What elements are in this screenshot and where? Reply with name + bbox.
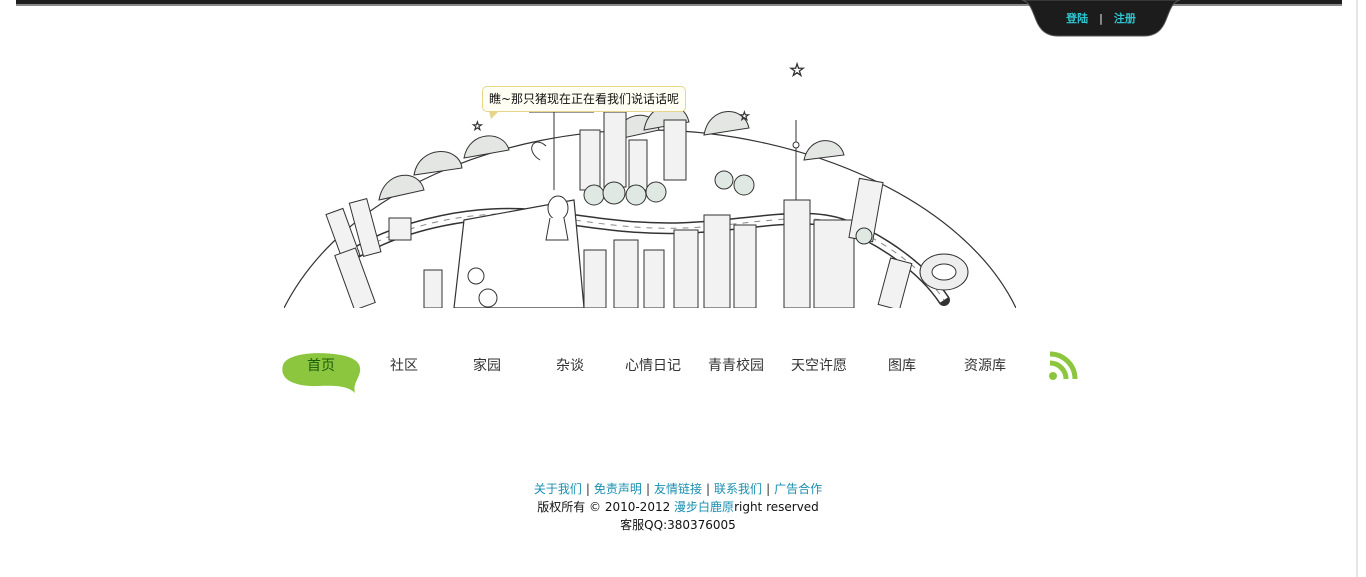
scrollbar[interactable] — [1356, 0, 1358, 577]
auth-links: 登陆 | 注册 — [1022, 10, 1180, 26]
auth-separator: | — [1099, 12, 1103, 25]
footer-link-about[interactable]: 关于我们 — [533, 482, 582, 496]
copyright: 版权所有 © 2010-2012 漫步白鹿原right reserved — [537, 500, 819, 514]
footer-links: 关于我们|免责声明|友情链接|联系我们|广告合作 — [533, 482, 823, 496]
login-link[interactable]: 登陆 — [1066, 12, 1089, 25]
nav-item-community[interactable]: 社区 — [390, 358, 418, 374]
support-qq: 客服QQ:380376005 — [620, 518, 736, 532]
footer-link-contact[interactable]: 联系我们 — [714, 482, 763, 496]
hero-illustration: ☆ ☆ ☆ — [283, 50, 1017, 311]
rss-icon[interactable] — [1048, 351, 1078, 381]
footer: 关于我们|免责声明|友情链接|联系我们|广告合作 版权所有 © 2010-201… — [0, 480, 1356, 534]
nav-item-sky-wish[interactable]: 天空许愿 — [791, 358, 847, 374]
active-nav-indicator — [282, 353, 361, 393]
footer-link-disclaimer[interactable]: 免责声明 — [593, 482, 642, 496]
footer-link-friends[interactable]: 友情链接 — [653, 482, 702, 496]
login-tab: 登陆 | 注册 — [1022, 0, 1180, 37]
nav-item-homestead[interactable]: 家园 — [473, 358, 501, 374]
city-globe-illustration: ☆ ☆ ☆ — [283, 60, 1017, 311]
svg-text:☆: ☆ — [472, 119, 483, 133]
nav-item-chat[interactable]: 杂谈 — [556, 358, 584, 374]
nav-item-gallery[interactable]: 图库 — [888, 358, 916, 374]
nav-item-resources[interactable]: 资源库 — [964, 358, 1006, 374]
svg-text:☆: ☆ — [789, 60, 805, 81]
nav-item-mood-diary[interactable]: 心情日记 — [625, 358, 681, 374]
top-bar — [16, 0, 1342, 6]
speech-bubble: 瞧~那只猪现在正在看我们说话话呢 — [482, 86, 687, 119]
nav-item-home[interactable]: 首页 — [307, 358, 335, 374]
svg-text:☆: ☆ — [739, 109, 750, 123]
login-tab-background — [1022, 0, 1180, 37]
site-name-link[interactable]: 漫步白鹿原 — [674, 500, 735, 514]
register-link[interactable]: 注册 — [1113, 12, 1136, 25]
footer-link-ads[interactable]: 广告合作 — [774, 482, 823, 496]
nav-item-campus[interactable]: 青青校园 — [708, 358, 764, 374]
